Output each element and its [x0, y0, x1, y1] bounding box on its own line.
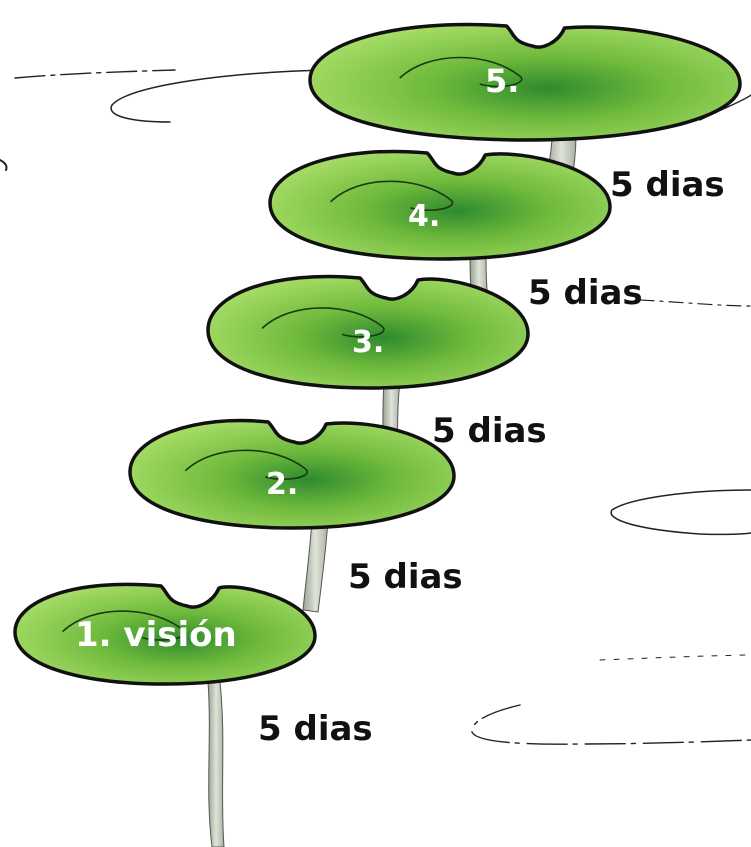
duration-label-3: 5 dias: [432, 411, 547, 451]
lily-pad-vein: [184, 449, 309, 480]
lily-pad-label: 3.: [352, 325, 384, 360]
ripple-top-left: [14, 69, 176, 79]
lily-pad-4: 4.: [268, 149, 612, 261]
duration-labels: 5 dias 5 dias 5 dias 5 dias 5 dias: [258, 165, 725, 749]
ripple-bottom-right: [471, 704, 751, 745]
duration-label-1: 5 dias: [258, 709, 373, 749]
lily-pads: 1. visión 2. 3. 4. 5.: [13, 22, 742, 686]
ripple-bottom-right-dash: [599, 654, 746, 661]
lily-pad-vein: [399, 56, 523, 88]
stem-1: [207, 681, 225, 847]
lily-pad-label: 2.: [266, 467, 298, 502]
lily-pad-shape: [13, 582, 317, 686]
lily-pad-label: 5.: [485, 62, 519, 100]
duration-label-4: 5 dias: [528, 273, 643, 313]
lily-pad-shape: [308, 22, 742, 142]
ripple-mid-right: [639, 299, 751, 307]
lily-pad-shape: [268, 149, 612, 261]
lily-pad-vein: [261, 307, 385, 338]
ripple-top-left-curve: [110, 69, 331, 123]
ripple-right-curve: [610, 489, 751, 536]
lily-pad-shape: [206, 274, 530, 390]
duration-label-2: 5 dias: [348, 557, 463, 597]
lily-pad-label: 1. visión: [75, 615, 237, 655]
lily-pad-5: 5.: [308, 22, 742, 142]
lily-pad-label: 4.: [408, 199, 440, 234]
lily-pad-3: 3.: [206, 274, 530, 390]
ripple-left-dash: [0, 159, 8, 171]
lily-pad-2: 2.: [128, 418, 456, 530]
lily-pad-vein: [329, 180, 454, 211]
stem-2: [302, 519, 329, 613]
lily-pad-shape: [128, 418, 456, 530]
lily-pad-vein: [61, 610, 186, 641]
lily-pad-1: 1. visión: [13, 582, 317, 686]
duration-label-5: 5 dias: [610, 165, 725, 205]
